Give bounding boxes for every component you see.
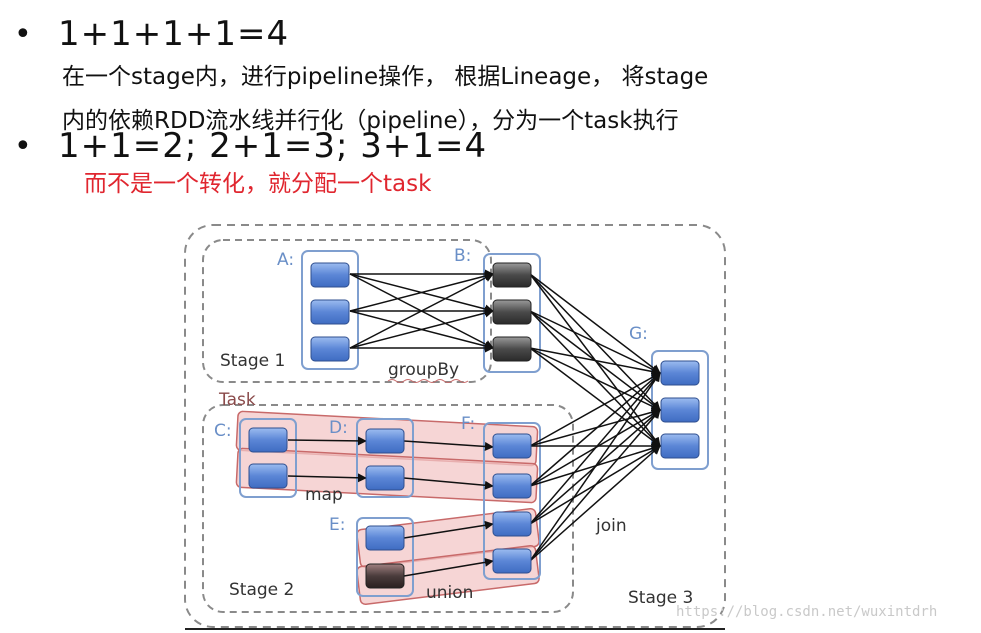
partitions-a xyxy=(310,262,350,362)
partition-g3 xyxy=(660,433,700,459)
task-label: Task xyxy=(219,390,256,410)
rdd-c-box xyxy=(239,418,297,498)
stage2-outline xyxy=(202,404,574,613)
description-line-2: 内的依赖RDD流水线并行化（pipeline），分为一个task执行 xyxy=(62,108,679,134)
union-label: union xyxy=(426,583,474,603)
partition-b1 xyxy=(492,262,532,288)
rdd-d-label: D: xyxy=(329,418,348,438)
watermark: https://blog.csdn.net/wuxintdrh xyxy=(676,604,938,620)
partition-g2 xyxy=(660,397,700,423)
rdd-g-label: G: xyxy=(629,324,648,344)
partition-f1 xyxy=(492,433,532,459)
bullet1-text: 1+1+1+1=4 xyxy=(58,14,290,54)
groupby-label: groupBy xyxy=(388,360,460,380)
partition-b3 xyxy=(492,336,532,362)
partition-d2 xyxy=(365,465,405,491)
join-arrows-f-to-g xyxy=(529,372,661,562)
rdd-a-box xyxy=(301,250,359,370)
partition-a3 xyxy=(310,336,350,362)
partition-e2 xyxy=(365,563,405,589)
join-arrows-b-to-g xyxy=(529,273,661,447)
red-note: 而不是一个转化，就分配一个task xyxy=(84,171,432,197)
map-arrows xyxy=(287,436,494,490)
bullet2-text: 1+1=2; 2+1=3; 3+1=4 xyxy=(58,126,488,166)
rdd-d-box xyxy=(356,418,414,498)
stage2-label: Stage 2 xyxy=(229,580,295,600)
rdd-e-label: E: xyxy=(329,515,346,535)
partition-c1 xyxy=(248,427,288,453)
union-arrows xyxy=(403,520,494,577)
partition-a2 xyxy=(310,299,350,325)
description-line-1: 在一个stage内，进行pipeline操作， 根据Lineage， 将stag… xyxy=(62,64,709,90)
partition-b2 xyxy=(492,299,532,325)
groupby-arrows xyxy=(349,269,494,353)
bullet-marker-1: • xyxy=(14,17,32,52)
stage3-label: Stage 3 xyxy=(628,588,694,608)
stage1-label: Stage 1 xyxy=(220,351,286,371)
partitions-d xyxy=(365,428,405,491)
rdd-b-label: B: xyxy=(454,246,472,266)
groupby-underline xyxy=(387,379,469,383)
bullet-marker-2: • xyxy=(14,129,32,164)
stage3-outline xyxy=(184,224,726,628)
partition-f3 xyxy=(492,511,532,537)
partition-e1 xyxy=(365,525,405,551)
partitions-g xyxy=(660,360,700,459)
join-label: join xyxy=(596,516,627,536)
partition-a1 xyxy=(310,262,350,288)
partition-f4 xyxy=(492,548,532,574)
partition-c2 xyxy=(248,463,288,489)
rdd-f-label: F: xyxy=(461,414,476,434)
map-label: map xyxy=(305,485,343,505)
partition-f2 xyxy=(492,473,532,499)
rdd-e-box xyxy=(356,517,414,597)
partition-g1 xyxy=(660,360,700,386)
rdd-c-label: C: xyxy=(214,421,232,441)
partitions-f xyxy=(492,433,532,574)
rdd-f-box xyxy=(483,422,541,580)
partition-d1 xyxy=(365,428,405,454)
partitions-b xyxy=(492,262,532,362)
rdd-a-label: A: xyxy=(277,250,295,270)
partitions-c xyxy=(248,427,288,489)
partitions-e xyxy=(365,525,405,589)
